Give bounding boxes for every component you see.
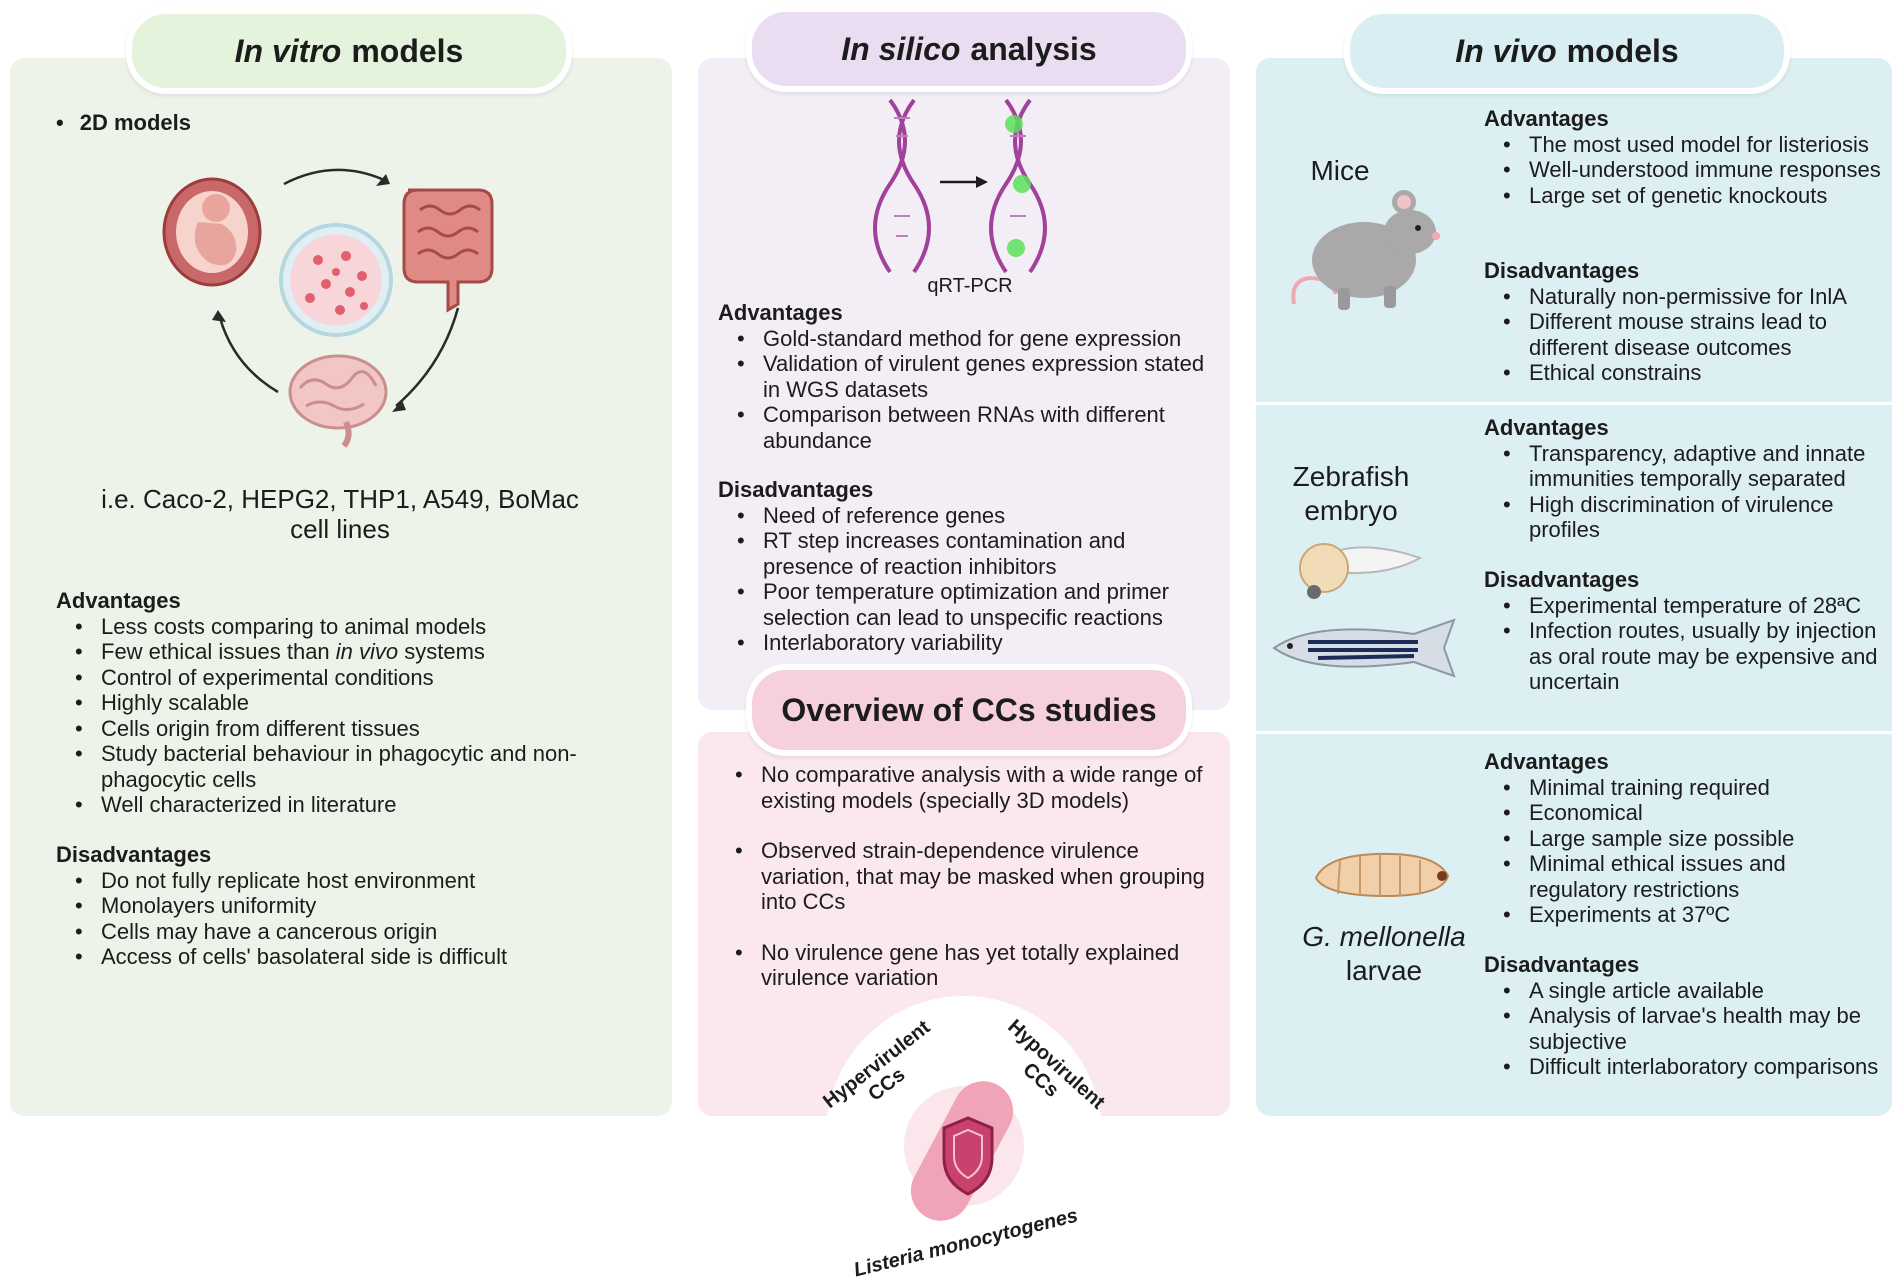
list-item: Control of experimental conditions — [75, 665, 616, 691]
mouse-icon — [1291, 190, 1440, 310]
in-vitro-dis-heading: Disadvantages — [56, 842, 212, 867]
list-item: Infection routes, usually by injection a… — [1503, 618, 1884, 695]
list-item: A single article available — [1503, 978, 1884, 1004]
list-item: Well characterized in literature — [75, 792, 616, 818]
galleria-advantages: Advantages Minimal training required Eco… — [1484, 749, 1884, 928]
qrt-pcr-label: qRT-PCR — [927, 275, 1013, 297]
list-item: Minimal training required — [1503, 775, 1884, 801]
list-item: Monolayers uniformity — [75, 893, 616, 919]
list-item: Large sample size possible — [1503, 826, 1884, 852]
list-item: Observed strain-dependence virulence var… — [735, 838, 1206, 915]
listeria-bacterium-icon — [904, 1081, 1024, 1221]
zebrafish-label: Zebrafish embryo — [1292, 461, 1410, 526]
in-silico-title-rest: analysis — [970, 30, 1097, 67]
galleria-label: G. mellonella larvae — [1302, 921, 1466, 986]
list-item: Poor temperature optimization and primer… — [737, 579, 1208, 630]
zebrafish-disadvantages: Disadvantages Experimental temperature o… — [1484, 567, 1884, 695]
zebrafish-dis-heading: Disadvantages — [1484, 567, 1640, 592]
qrt-pcr-dna-illustration — [873, 98, 1047, 274]
in-vivo-divider-2 — [1256, 731, 1892, 734]
in-vitro-disadvantages: Disadvantages Do not fully replicate hos… — [56, 842, 616, 970]
in-vitro-title: In vitro models — [126, 8, 572, 94]
in-vivo-divider-1 — [1256, 402, 1892, 405]
in-silico-dis-heading: Disadvantages — [718, 477, 874, 502]
list-item: No comparative analysis with a wide rang… — [735, 762, 1206, 813]
galleria-larva-icon — [1314, 852, 1450, 898]
zebrafish-advantages: Advantages Transparency, adaptive and in… — [1484, 415, 1884, 543]
list-item: RT step increases contamination and pres… — [737, 528, 1208, 579]
in-silico-adv-heading: Advantages — [718, 300, 843, 325]
list-item: Transparency, adaptive and innate immuni… — [1503, 441, 1884, 492]
in-silico-title-italic: In silico — [841, 30, 961, 67]
two-d-models-bullet: •2D models — [56, 110, 191, 135]
galleria-disadvantages: Disadvantages A single article available… — [1484, 952, 1884, 1080]
in-vitro-title-italic: In vitro — [234, 32, 342, 69]
mice-dis-heading: Disadvantages — [1484, 258, 1640, 283]
list-item: Cells may have a cancerous origin — [75, 919, 616, 945]
in-vitro-adv-heading: Advantages — [56, 588, 181, 613]
list-item: Well-understood immune responses — [1503, 157, 1884, 183]
mice-label: Mice — [1310, 155, 1370, 186]
list-item: Validation of virulent genes expression … — [737, 351, 1208, 402]
list-item: Cells origin from different tissues — [75, 716, 616, 742]
list-item: Economical — [1503, 800, 1884, 826]
list-item: Minimal ethical issues and regulatory re… — [1503, 851, 1884, 902]
list-item: Difficult interlaboratory comparisons — [1503, 1054, 1884, 1080]
intestine-icon — [402, 188, 494, 313]
list-item: Interlaboratory variability — [737, 630, 1208, 656]
cell-culture-dish-icon — [279, 223, 393, 337]
list-item: The most used model for listeriosis — [1503, 132, 1884, 158]
fluorescent-marker-icon — [1005, 115, 1031, 257]
in-silico-title: In silico analysis — [746, 6, 1192, 92]
in-vivo-title-rest: models — [1566, 32, 1679, 69]
listeria-virulence-illustration — [826, 996, 1102, 1272]
overview-title-text: Overview of CCs studies — [781, 691, 1157, 728]
list-item: Analysis of larvae's health may be subje… — [1503, 1003, 1884, 1054]
brain-icon — [288, 354, 388, 448]
uterus-fetus-icon — [162, 177, 262, 287]
two-d-models-label: 2D models — [79, 110, 191, 135]
list-item: Need of reference genes — [737, 503, 1208, 529]
cell-lines-text: i.e. Caco-2, HEPG2, THP1, A549, BoMac ce… — [101, 484, 579, 544]
list-item: Ethical constrains — [1503, 360, 1884, 386]
in-silico-advantages: Advantages Gold-standard method for gene… — [718, 300, 1208, 453]
mice-adv-heading: Advantages — [1484, 106, 1609, 131]
list-item: Naturally non-permissive for InlA — [1503, 284, 1884, 310]
zebrafish-adv-heading: Advantages — [1484, 415, 1609, 440]
zebrafish-embryo-icon — [1299, 543, 1423, 599]
overview-points: No comparative analysis with a wide rang… — [716, 762, 1206, 991]
list-item: Different mouse strains lead to differen… — [1503, 309, 1884, 360]
galleria-dis-heading: Disadvantages — [1484, 952, 1640, 977]
list-item: Few ethical issues than in vivo systems — [75, 639, 616, 665]
galleria-adv-heading: Advantages — [1484, 749, 1609, 774]
list-item: Do not fully replicate host environment — [75, 868, 616, 894]
zebrafish-adult-icon — [1272, 618, 1456, 678]
organ-cycle-illustration — [162, 168, 494, 448]
mice-advantages: Advantages The most used model for liste… — [1484, 106, 1884, 208]
in-silico-disadvantages: Disadvantages Need of reference genes RT… — [718, 477, 1208, 656]
list-item: Experimental temperature of 28ªC — [1503, 593, 1884, 619]
list-item: Access of cells' basolateral side is dif… — [75, 944, 616, 970]
list-item: Comparison between RNAs with different a… — [737, 402, 1208, 453]
list-item: Large set of genetic knockouts — [1503, 183, 1884, 209]
in-vitro-title-rest: models — [351, 32, 464, 69]
list-item: No virulence gene has yet totally explai… — [735, 940, 1206, 991]
list-item: Experiments at 37ºC — [1503, 902, 1884, 928]
overview-title: Overview of CCs studies — [746, 664, 1192, 756]
in-vivo-title: In vivo models — [1344, 8, 1790, 94]
list-item: Less costs comparing to animal models — [75, 614, 616, 640]
list-item: High discrimination of virulence profile… — [1503, 492, 1884, 543]
list-item: Gold-standard method for gene expression — [737, 326, 1208, 352]
in-vivo-title-italic: In vivo — [1455, 32, 1557, 69]
mice-disadvantages: Disadvantages Naturally non-permissive f… — [1484, 258, 1884, 386]
in-vitro-advantages: Advantages Less costs comparing to anima… — [56, 588, 616, 818]
list-item: Study bacterial behaviour in phagocytic … — [75, 741, 616, 792]
cycle-arrows — [218, 168, 460, 407]
list-item: Highly scalable — [75, 690, 616, 716]
